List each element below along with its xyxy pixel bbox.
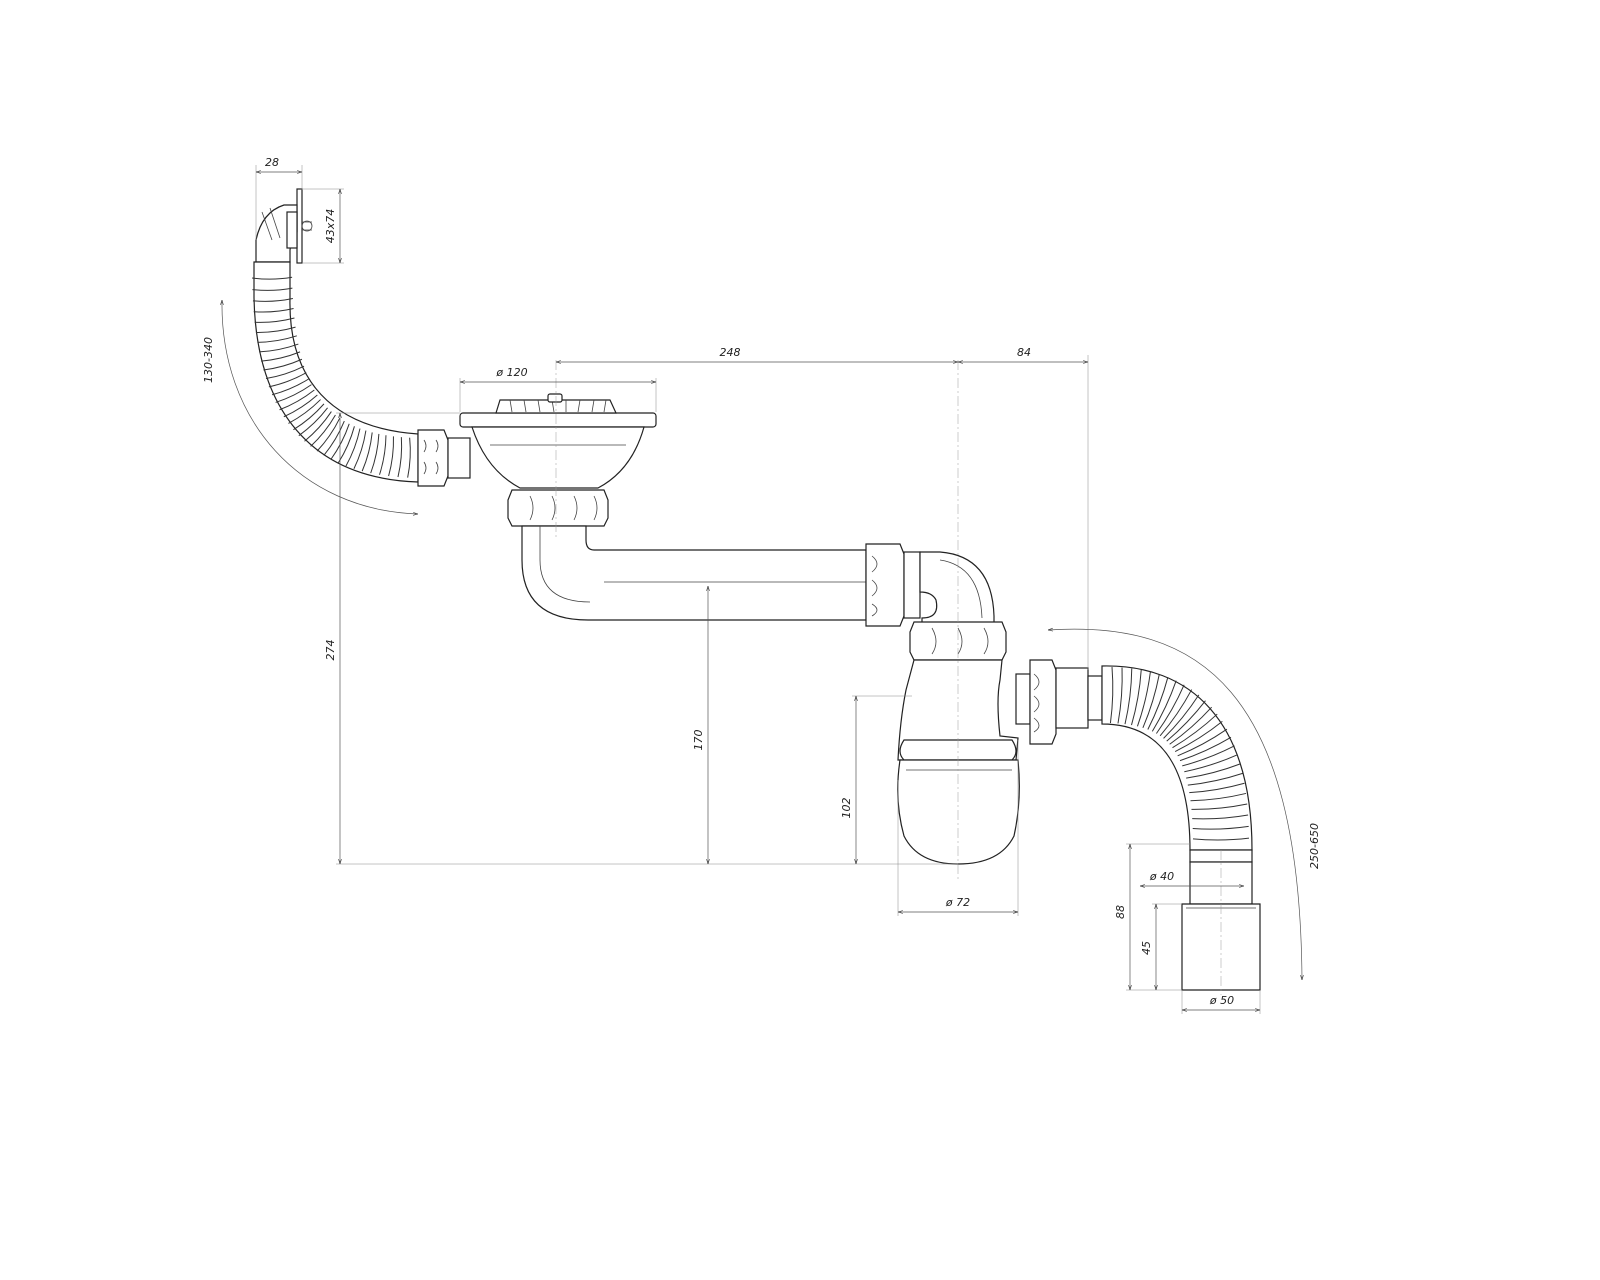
overflow-hose [252,261,419,483]
elbow [919,551,995,625]
dimension-d120: ø 120 [459,366,657,412]
dim-label-overflow-hose: 130-340 [202,337,215,383]
dimension-248: 248 [556,346,958,362]
outlet-hose [1101,665,1253,851]
dimension-45: 45 [1140,903,1182,990]
strainer [459,393,657,527]
dim-label-outlet-socket-height: 45 [1140,941,1153,955]
dim-label-outlet-inner-diameter: ø 40 [1149,870,1174,883]
dimension-130-340: 130-340 [202,300,418,514]
dimension-274: 274 [324,412,958,865]
dimension-43x74: 43x74 [302,188,344,264]
dimension-102: 102 [840,695,912,864]
dim-label-overflow-width: 28 [265,156,279,169]
dim-label-pipe-height: 170 [692,730,705,751]
outlet-nut [1015,659,1103,745]
overflow-fitting [255,188,313,264]
hose-rib [252,287,293,291]
elbow-nut [865,543,921,627]
drain-pipe [521,525,867,621]
dimension-250-650: 250-650 [1048,629,1321,980]
dimension-d50: ø 50 [1181,990,1261,1014]
dim-label-overflow-size: 43x74 [324,209,337,244]
dimension-28: 28 [255,156,303,240]
dim-label-outlet-total-height: 88 [1114,905,1127,919]
dim-label-total-height: 274 [324,640,337,661]
dim-label-outlet-hose: 250-650 [1308,823,1321,869]
dim-label-trap-to-outlet: 84 [1017,346,1031,359]
dimension-d40: ø 40 [1140,870,1244,886]
dimension-88: 88 [1114,843,1190,991]
dim-label-strainer-to-trap: 248 [720,346,741,359]
dim-label-trap-height: 102 [840,798,853,819]
dimension-d72: ø 72 [897,740,1019,916]
bottle-trap [897,621,1020,865]
dimension-84: 84 [958,346,1089,670]
overflow-nut [417,429,471,487]
dim-label-outlet-outer-diameter: ø 50 [1209,994,1234,1007]
dimension-170: 170 [692,586,708,864]
dim-label-trap-diameter: ø 72 [945,896,970,909]
dim-label-strainer-diameter: ø 120 [495,366,527,379]
hose-rib [252,276,293,280]
